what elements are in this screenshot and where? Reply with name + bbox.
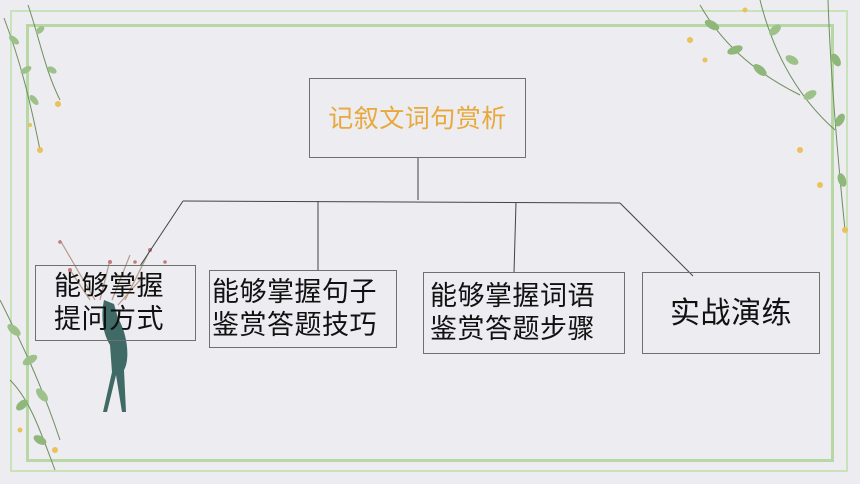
child-node-4: 实战演练 bbox=[642, 272, 820, 354]
inner-frame bbox=[26, 24, 834, 462]
child-node-1-line-2: 提问方式 bbox=[54, 304, 164, 335]
child-node-2-line-1: 能够掌握句子 bbox=[212, 277, 377, 308]
child-node-1: 能够掌握 提问方式 bbox=[35, 265, 196, 341]
child-node-1-line-1: 能够掌握 bbox=[54, 271, 164, 302]
child-node-3-line-2: 鉴赏答题步骤 bbox=[430, 314, 595, 345]
child-node-4-line-1: 实战演练 bbox=[670, 295, 792, 331]
child-node-3-line-1: 能够掌握词语 bbox=[430, 281, 595, 312]
child-node-2: 能够掌握句子 鉴赏答题技巧 bbox=[209, 270, 397, 348]
outer-frame bbox=[10, 10, 848, 472]
child-node-2-line-2: 鉴赏答题技巧 bbox=[212, 310, 377, 341]
child-node-3: 能够掌握词语 鉴赏答题步骤 bbox=[423, 272, 625, 354]
root-node-label: 记叙文词句赏析 bbox=[328, 103, 507, 133]
root-node: 记叙文词句赏析 bbox=[309, 78, 526, 158]
